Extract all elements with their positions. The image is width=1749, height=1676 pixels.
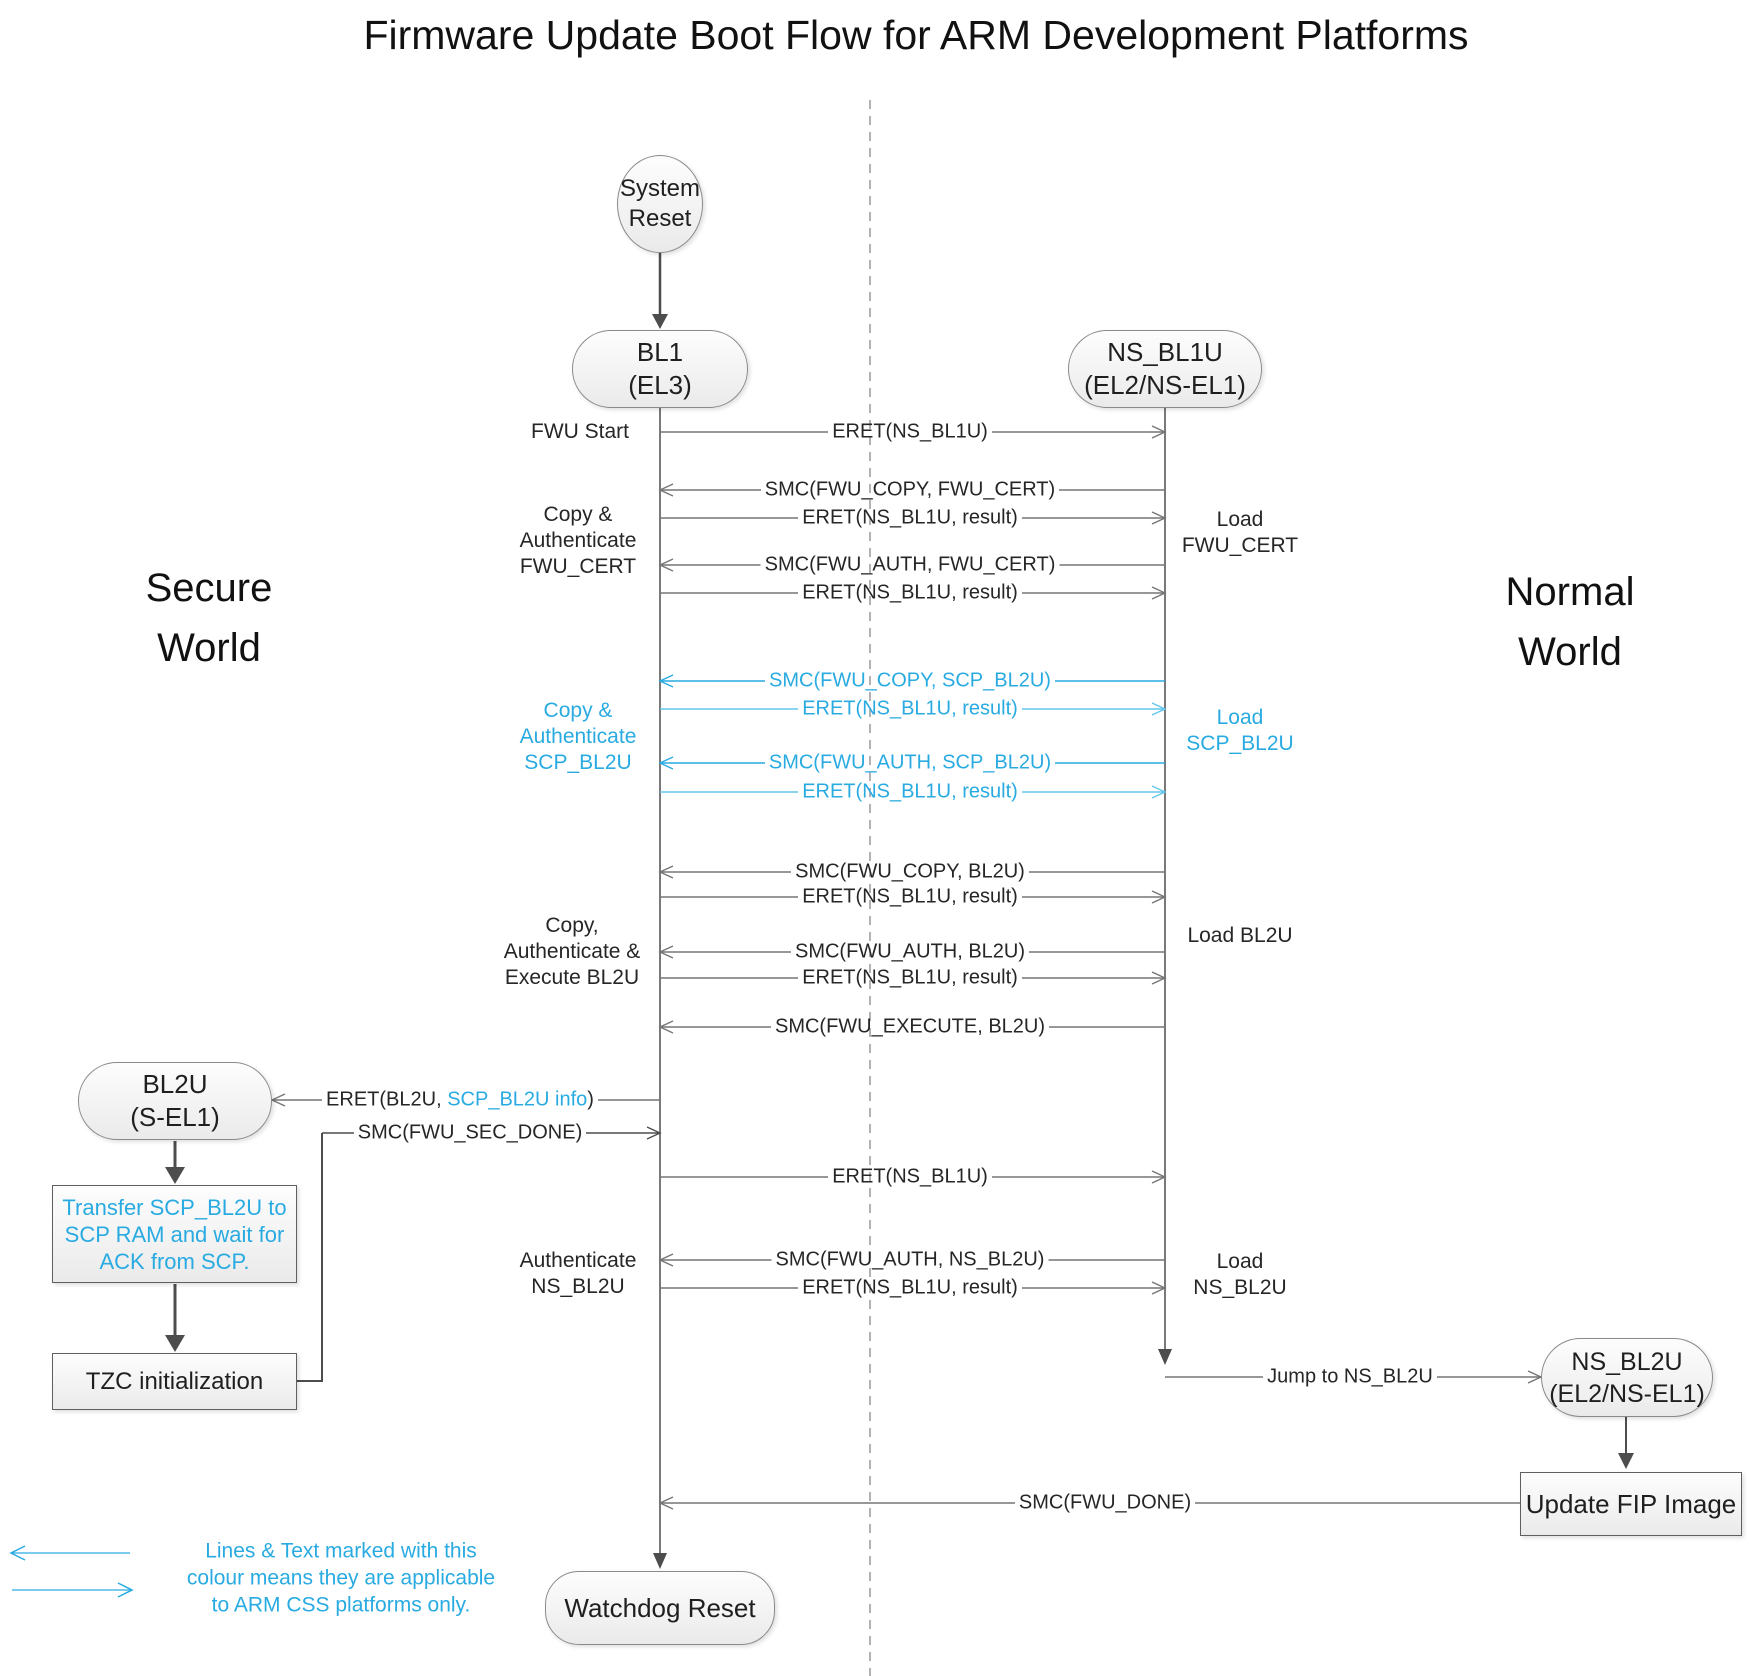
smc-sec-done-label: SMC(FWU_SEC_DONE) <box>357 1121 583 1144</box>
transfer-scp-bl2u-box: Transfer SCP_BL2U to SCP RAM and wait fo… <box>52 1185 297 1283</box>
message-label: ERET(NS_BL1U) <box>832 1165 988 1188</box>
message-label: ERET(NS_BL1U, result) <box>802 966 1018 989</box>
message-label: SMC(FWU_AUTH, BL2U) <box>794 940 1026 963</box>
copy-auth-fwu-cert-label: Copy & Authenticate FWU_CERT <box>519 503 637 578</box>
ns-bl2u-node: NS_BL2U (EL2/NS-EL1) <box>1541 1338 1713 1417</box>
load-ns-bl2u-label: Load NS_BL2U <box>1193 1250 1287 1299</box>
message-label: SMC(FWU_AUTH, FWU_CERT) <box>764 553 1056 576</box>
bl2u-node: BL2U (S-EL1) <box>78 1062 272 1140</box>
copy-auth-exec-bl2u-label: Copy, Authenticate & Execute BL2U <box>503 914 641 989</box>
tzc-return-connector <box>297 1133 323 1382</box>
message-label-css-only: SMC(FWU_COPY, SCP_BL2U) <box>769 669 1051 692</box>
message-label: ERET(NS_BL1U, result) <box>802 581 1018 604</box>
message-label: ERET(NS_BL1U, result) <box>802 506 1018 529</box>
eret-bl2u-post: ) <box>587 1088 594 1111</box>
message-label-css-only: ERET(NS_BL1U, result) <box>802 780 1018 803</box>
ns-bl1u-node: NS_BL1U (EL2/NS-EL1) <box>1068 330 1262 408</box>
message-label: SMC(FWU_AUTH, NS_BL2U) <box>775 1248 1045 1271</box>
jump-to-ns-bl2u-label: Jump to NS_BL2U <box>1267 1365 1433 1388</box>
arrowhead <box>652 314 668 329</box>
normal-world-label: Normal World <box>1505 570 1635 674</box>
tzc-initialization-box: TZC initialization <box>52 1353 297 1410</box>
message-label-css-only: SMC(FWU_AUTH, SCP_BL2U) <box>768 751 1052 774</box>
message-label-css-only: ERET(NS_BL1U, result) <box>802 697 1018 720</box>
message-label: SMC(FWU_COPY, BL2U) <box>795 860 1025 883</box>
load-scp-bl2u-label: Load SCP_BL2U <box>1186 706 1294 755</box>
message-label: ERET(NS_BL1U, result) <box>802 1276 1018 1299</box>
eret-bl2u-pre: ERET(BL2U, <box>326 1088 448 1111</box>
eret-bl2u-highlight: SCP_BL2U info <box>447 1088 588 1111</box>
page-title: Firmware Update Boot Flow for ARM Develo… <box>363 12 1469 58</box>
load-fwu-cert-label: Load FWU_CERT <box>1181 508 1299 557</box>
authenticate-ns-bl2u-label: Authenticate NS_BL2U <box>519 1249 637 1298</box>
copy-auth-scp-bl2u-label: Copy & Authenticate SCP_BL2U <box>519 699 637 774</box>
eret-bl2u-label: ERET(BL2U, SCP_BL2U info) <box>326 1089 594 1112</box>
message-label: SMC(FWU_EXECUTE, BL2U) <box>774 1015 1046 1038</box>
secure-world-label: Secure World <box>145 566 273 670</box>
legend-note: Lines & Text marked with this colour mea… <box>186 1539 496 1617</box>
message-label: ERET(NS_BL1U, result) <box>802 885 1018 908</box>
watchdog-reset-node: Watchdog Reset <box>545 1571 775 1645</box>
message-label: SMC(FWU_COPY, FWU_CERT) <box>764 478 1056 501</box>
message-label: ERET(NS_BL1U) <box>832 420 988 443</box>
fwu-start-label: FWU Start <box>531 420 629 443</box>
bl1-node: BL1 (EL3) <box>572 330 748 408</box>
update-fip-image-box: Update FIP Image <box>1520 1472 1742 1536</box>
load-bl2u-label: Load BL2U <box>1187 924 1293 947</box>
message-label: SMC(FWU_DONE) <box>1018 1491 1192 1514</box>
system-reset-node: System Reset <box>617 155 703 253</box>
